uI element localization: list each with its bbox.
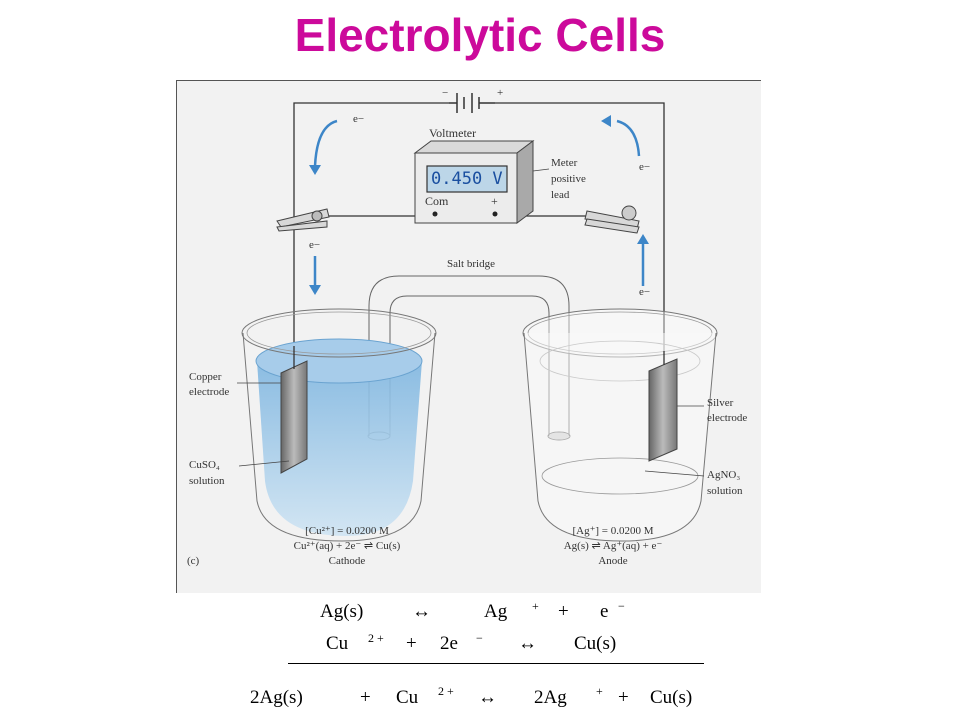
cuso4-label-line1: CuSO₄ — [189, 459, 220, 471]
eq3-arrow: ↔ — [478, 687, 497, 708]
voltmeter-icon — [413, 140, 535, 224]
battery-plus-label: + — [497, 87, 504, 99]
eq2-product: Cu(s) — [574, 633, 617, 654]
eq3-reactant1: 2Ag(s) — [250, 687, 303, 708]
eq3-product1: 2Ag — [534, 687, 567, 708]
anode-reaction: Ag(s) ⇌ Ag⁺(aq) + e⁻ — [563, 540, 663, 552]
page-title: Electrolytic Cells — [294, 9, 666, 61]
copper-electrode-label-line2: electrode — [189, 386, 230, 398]
eq1-sup2: − — [618, 599, 625, 613]
meter-note-line1: Meter — [551, 157, 578, 169]
equation-sum-line — [288, 663, 704, 664]
voltmeter-plus-label: + — [491, 194, 498, 208]
cathode-label: Cathode — [328, 555, 366, 567]
salt-bridge-label: Salt bridge — [447, 258, 495, 270]
silver-electrode-label-line2: electrode — [707, 412, 748, 424]
alligator-clips — [276, 205, 640, 234]
copper-electrode — [280, 360, 308, 474]
agno3-label-line2: solution — [707, 485, 743, 497]
eq3-plus2: + — [618, 687, 629, 708]
electron-label-top-left: e− — [353, 113, 365, 125]
cathode-reaction: Cu²⁺(aq) + 2e⁻ ⇌ Cu(s) — [293, 540, 401, 552]
eq2-sup2: − — [476, 631, 483, 645]
electron-arrow-heads — [309, 115, 649, 295]
eq3-sup1: 2 + — [438, 684, 454, 698]
eq2-sup1: 2 + — [368, 631, 384, 645]
battery-icon — [449, 93, 495, 113]
eq3-product2: Cu(s) — [650, 687, 693, 708]
voltmeter-label: Voltmeter — [429, 126, 477, 140]
eq2-reactant1: Cu — [326, 633, 349, 654]
voltmeter-reading: 0.450 V — [431, 169, 503, 189]
electron-label-top-right: e− — [639, 161, 651, 173]
meter-note-line3: lead — [551, 189, 570, 201]
electron-label-mid-right: e− — [639, 286, 651, 298]
eq2-reactant2: 2e — [440, 633, 458, 654]
eq3-sup2: + — [596, 684, 603, 698]
electron-label-mid-left: e− — [309, 239, 321, 251]
electrolytic-cell-diagram: − + e− e− e− e− Voltmeter 0.450 V Com + … — [176, 80, 761, 593]
silver-electrode-label-line1: Silver — [707, 397, 734, 409]
voltmeter-com-label: Com — [425, 194, 449, 208]
left-beaker — [241, 308, 437, 542]
silver-electrode — [648, 358, 678, 462]
eq2-arrow: ↔ — [518, 633, 537, 654]
meter-note-line2: positive — [551, 173, 586, 185]
eq3-reactant2: Cu — [396, 687, 419, 708]
eq1-product1: Ag — [484, 601, 508, 622]
agno3-label-line1: AgNO₃ — [707, 469, 741, 481]
cell-illustration — [237, 93, 718, 542]
eq1-reactant: Ag(s) — [320, 601, 364, 622]
eq2-plus: + — [406, 633, 417, 654]
eq1-product2: e — [600, 601, 609, 622]
electron-flow-arrows — [313, 119, 645, 286]
anode-label: Anode — [598, 555, 628, 567]
eq1-sup1: + — [532, 599, 539, 613]
eq1-arrow: ↔ — [412, 601, 431, 622]
eq3-plus1: + — [360, 687, 371, 708]
cuso4-label-line2: solution — [189, 475, 225, 487]
right-beaker — [522, 308, 718, 542]
cathode-concentration: [Cu²⁺] = 0.0200 M — [305, 525, 389, 537]
anode-concentration: [Ag⁺] = 0.0200 M — [572, 525, 654, 537]
battery-minus-label: − — [442, 87, 449, 99]
panel-label: (c) — [187, 555, 200, 567]
eq1-plus: + — [558, 601, 569, 622]
copper-electrode-label-line1: Copper — [189, 371, 222, 383]
leader-lines — [237, 168, 705, 477]
